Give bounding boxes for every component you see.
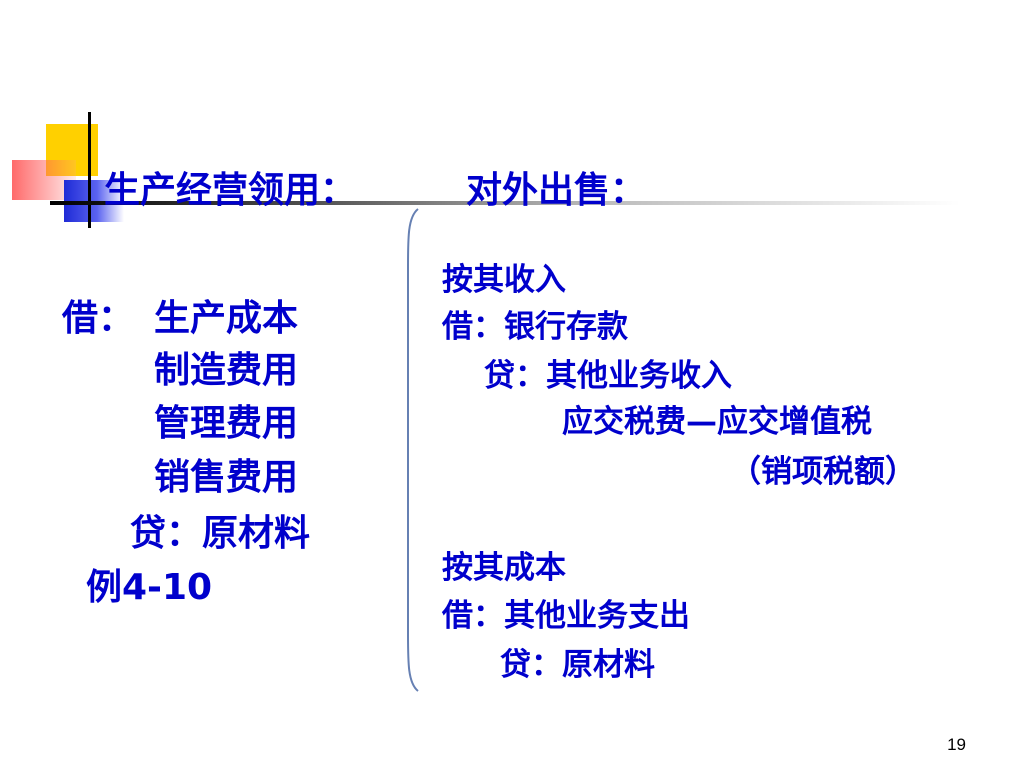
title-underline-rule — [50, 201, 960, 205]
revenue-debit: 借：银行存款 — [442, 309, 628, 345]
debit-item-selling-expense: 销售费用 — [154, 457, 299, 498]
debit-item-admin-expense: 管理费用 — [154, 403, 299, 444]
revenue-heading: 按其收入 — [442, 262, 566, 298]
revenue-credit: 贷：其他业务收入 — [484, 358, 732, 394]
debit-item-production-cost: 生产成本 — [154, 298, 299, 339]
title-production-use: 生产经营领用： — [104, 170, 357, 211]
page-number: 19 — [947, 735, 966, 754]
revenue-credit-vat-note: （销项税额） — [730, 454, 916, 490]
cost-credit: 贷：原材料 — [500, 647, 655, 683]
debit-label: 借： — [62, 298, 135, 339]
debit-item-manufacturing-overhead: 制造费用 — [154, 350, 299, 391]
cost-debit: 借：其他业务支出 — [442, 598, 690, 634]
column-bracket — [407, 208, 419, 692]
credit-raw-materials: 贷：原材料 — [130, 513, 311, 554]
vertical-rule — [88, 112, 91, 228]
revenue-credit-vat: 应交税费—应交增值税 — [562, 404, 872, 440]
title-external-sale: 对外出售： — [466, 170, 647, 211]
example-reference: 例4-10 — [86, 567, 213, 608]
cost-heading: 按其成本 — [442, 550, 566, 586]
